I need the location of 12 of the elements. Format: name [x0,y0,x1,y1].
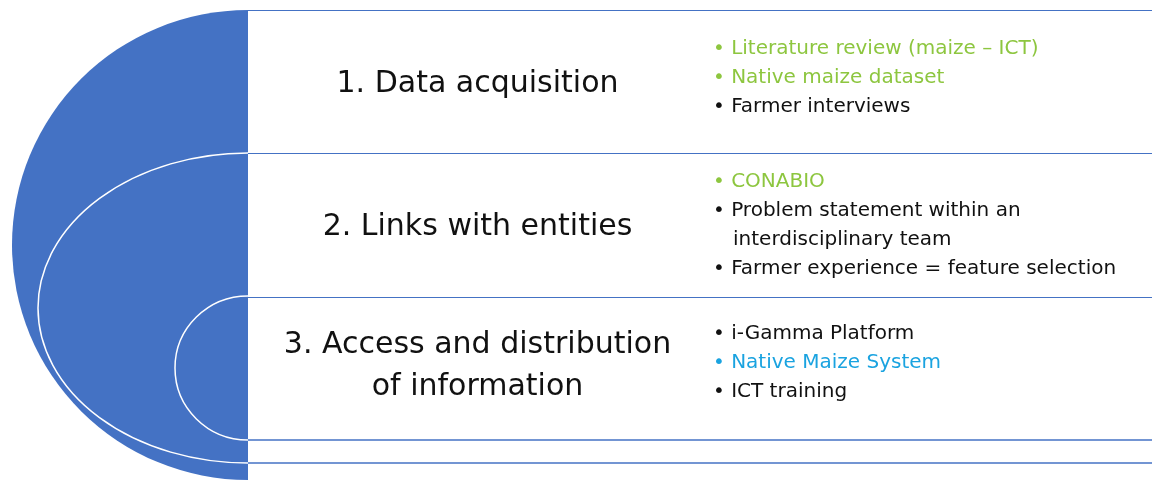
bullet-item: • CONABIO [713,167,826,194]
bullet-item: • Literature review (maize – ICT) [713,34,1040,61]
bullet-item: • Native maize dataset [713,63,946,90]
bullet-item: • Native Maize System [713,348,943,375]
bullet-item: • ICT training [713,377,849,404]
bullet-item: • i-Gamma Platform [713,319,916,346]
stage-heading: 1. Data acquisition [335,63,620,101]
stage-heading: 2. Links with entities [321,206,634,244]
bullet-item: • Problem statement within an interdisciplinary team [713,196,1022,252]
stage-heading: 3. Access and distribution of information [282,324,673,404]
bullet-item: • Farmer interviews [713,92,912,119]
bullet-item: • Farmer experience = feature selection [713,254,1118,281]
